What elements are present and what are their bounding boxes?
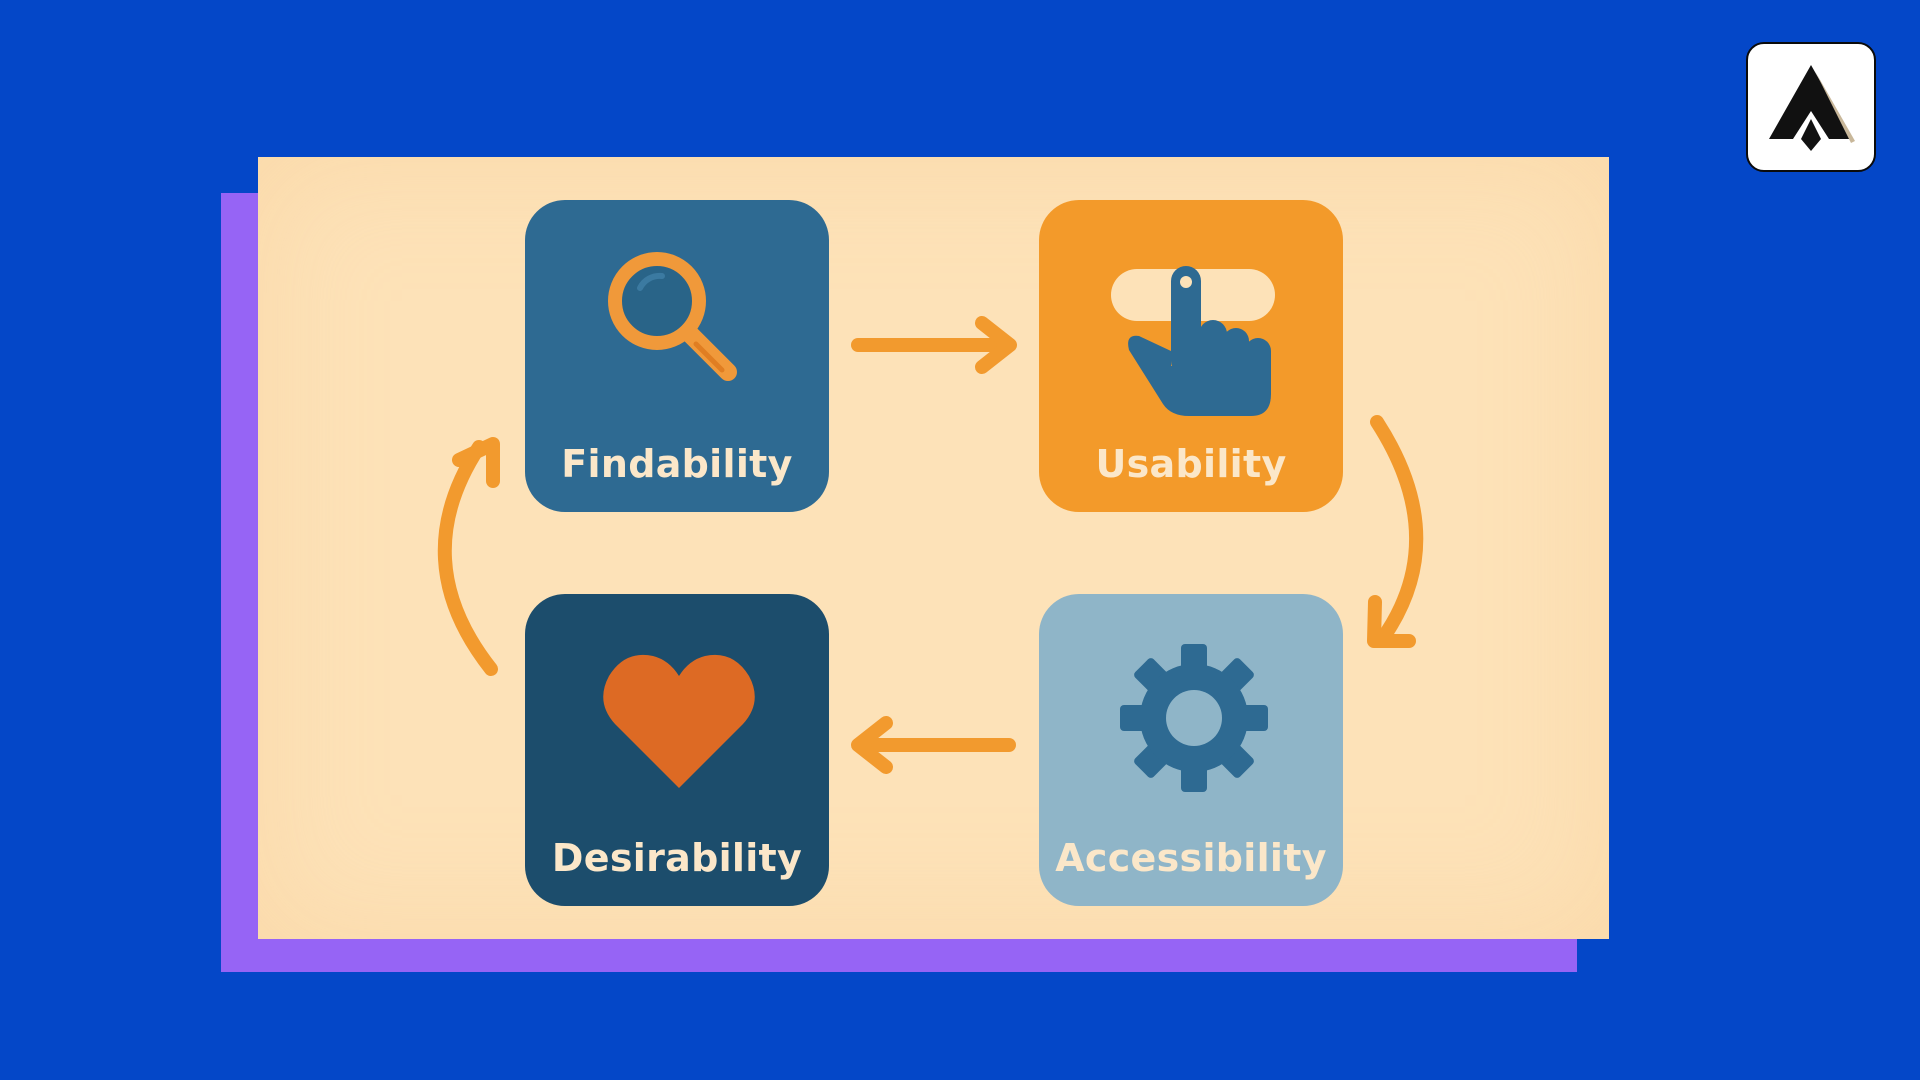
magnifying-glass-icon: [608, 252, 737, 381]
brand-logo-icon: [1769, 65, 1855, 151]
arrow-accessibility-to-desirability: [851, 716, 1016, 774]
findability-tile: Findability: [525, 200, 829, 512]
step-label-usability: Usability: [1095, 442, 1287, 486]
gear-icon: [1120, 644, 1268, 792]
step-label-findability: Findability: [561, 442, 793, 486]
usability-tile: Usability: [1039, 200, 1343, 512]
heart-icon: [603, 654, 755, 788]
accessibility-tile: Accessibility: [1039, 594, 1343, 906]
arrow-findability-to-usability: [851, 316, 1017, 374]
pointing-hand-button-icon: [1111, 266, 1275, 416]
step-label-desirability: Desirability: [551, 836, 803, 880]
brand-logo: [1746, 42, 1876, 172]
arrow-desirability-to-findability: [437, 437, 500, 676]
arrow-usability-to-accessibility: [1367, 415, 1424, 648]
step-label-accessibility: Accessibility: [1055, 836, 1327, 880]
desirability-tile: Desirability: [525, 594, 829, 906]
diagram-card: [258, 157, 1609, 939]
